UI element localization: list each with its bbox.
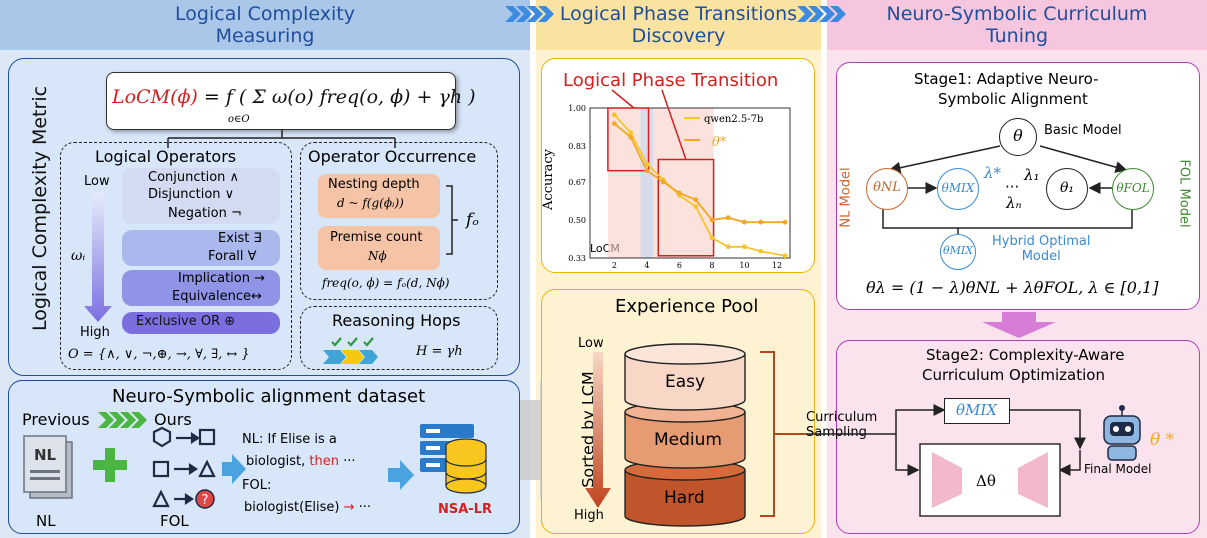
- op-conjunction: Conjunction ∧: [148, 170, 240, 185]
- nl-example-then: then: [309, 454, 339, 469]
- operator-occurrence-box: [300, 142, 498, 300]
- op-implication: Implication →: [178, 271, 266, 286]
- fol-caption: FOL: [160, 512, 189, 530]
- theta-nl-node: θNL: [866, 168, 908, 210]
- stage2-theta-mix: θMIX: [956, 401, 997, 419]
- lambda-1-label: λ₁: [1024, 166, 1040, 184]
- op-exist: Exist ∃: [218, 231, 262, 246]
- pool-high-label: High: [574, 508, 604, 523]
- weight-label: ωᵢ: [71, 248, 86, 264]
- freq-formula: freq(o, ϕ) = fₒ(d, Nϕ): [322, 276, 450, 290]
- mid-panel-header: [536, 0, 821, 50]
- dataset-box: [8, 380, 520, 534]
- nsa-lr-label: NSA-LR: [438, 502, 492, 517]
- operator-occurrence-title: Operator Occurrence: [308, 147, 477, 166]
- nesting-depth-card: [318, 174, 440, 218]
- premise-count-formula: Nϕ: [368, 249, 387, 263]
- nesting-depth-label: Nesting depth: [328, 177, 420, 192]
- lambda-star-label: λ*: [984, 164, 1002, 182]
- formula-rest: = f ( Σ ω(o) freq(o, ϕ) + γh ): [203, 86, 476, 108]
- right-panel-header: [827, 0, 1207, 50]
- experience-pool-title: Experience Pool: [615, 296, 759, 317]
- nl-example-line2a: biologist,: [246, 454, 310, 469]
- phase-ylabel: Accuracy: [540, 149, 556, 210]
- reasoning-hops-title: Reasoning Hops: [332, 311, 461, 330]
- formula-phi: (ϕ): [170, 86, 198, 108]
- fol-example-line2: biologist(Elise) → ···: [244, 500, 371, 515]
- stage2-title-2: Curriculum Optimization: [922, 366, 1105, 384]
- interpolation-equation: θλ = (1 − λ)θNL + λθFOL, λ ∈ [0,1]: [866, 278, 1159, 297]
- op-negation: Negation ¬: [168, 206, 242, 221]
- premise-count-label: Premise count: [330, 230, 423, 245]
- theta-mix-node: θMIX: [937, 168, 979, 210]
- theta-fol-node: θFOL: [1112, 168, 1154, 210]
- formula-box: [106, 72, 456, 130]
- sorted-by-lcm-label: Sorted by LCM: [578, 371, 598, 488]
- formula-subscript: o∈O: [228, 114, 250, 125]
- low-label: Low: [84, 174, 110, 189]
- nl-doc-text: NL: [34, 446, 57, 464]
- logical-operators-title: Logical Operators: [95, 147, 237, 166]
- left-panel-header: [0, 0, 530, 50]
- nl-caption: NL: [36, 512, 56, 530]
- theta-node: θ: [999, 118, 1037, 156]
- fo-label: fₒ: [466, 210, 479, 230]
- nl-model-label: NL Model: [838, 167, 854, 228]
- delta-theta-label: Δθ: [976, 472, 996, 490]
- nl-example-line2c: ···: [338, 454, 356, 469]
- ours-label: Ours: [154, 410, 192, 429]
- pool-low-label: Low: [578, 336, 604, 351]
- reasoning-hops-box: [300, 306, 498, 370]
- nesting-depth-formula: d ~ f(g(ϕᵢ)): [337, 196, 404, 210]
- fol-example-arrow: →: [343, 500, 355, 515]
- op-group-1: [122, 168, 280, 224]
- final-model-label: Final Model: [1084, 462, 1152, 476]
- stage2-title-1: Stage2: Complexity-Aware: [926, 346, 1125, 364]
- op-disjunction: Disjunction ∨: [148, 187, 235, 202]
- nl-example-line2: biologist, then ···: [246, 454, 356, 469]
- fol-model-label: FOL Model: [1176, 159, 1192, 228]
- logical-operators-box: [60, 142, 292, 370]
- theta-1-node: θ₁: [1046, 168, 1088, 210]
- high-label: High: [80, 325, 110, 340]
- stage2-theta-mix-box: [944, 398, 1010, 424]
- pool-hard-label: Hard: [664, 488, 705, 508]
- previous-label: Previous: [22, 410, 90, 429]
- ellipsis-label: ···: [1005, 178, 1020, 196]
- hops-formula: H = γh: [416, 344, 463, 359]
- pool-easy-label: Easy: [665, 372, 706, 392]
- op-group-3: [122, 270, 280, 306]
- formula-name: LoCM: [112, 86, 171, 108]
- fol-example-line1: FOL:: [242, 478, 272, 493]
- fol-example-line2a: biologist(Elise): [244, 500, 344, 515]
- fol-example-line2c: ···: [354, 500, 372, 515]
- op-xor: Exclusive OR ⊕: [136, 314, 236, 329]
- op-group-4: [122, 312, 280, 334]
- nl-example-line1: NL: If Elise is a: [242, 432, 337, 447]
- dataset-title: Neuro-Symbolic alignment dataset: [112, 386, 426, 407]
- op-equivalence: Equivalence↔: [172, 289, 262, 304]
- basic-model-label: Basic Model: [1044, 123, 1122, 138]
- stage1-title-1: Stage1: Adaptive Neuro-: [914, 70, 1099, 88]
- stage1-title-2: Symbolic Alignment: [938, 90, 1088, 108]
- pool-medium-label: Medium: [654, 430, 722, 450]
- phase-xlabel: LoCM: [590, 242, 620, 255]
- phase-chart-title: Logical Phase Transition: [563, 70, 779, 91]
- formula: LoCM(ϕ) = f ( Σ ω(o) freq(o, ϕ) + γh ): [112, 86, 476, 108]
- hybrid-theta-mix-node: θMIX: [940, 234, 976, 270]
- operator-set: O = {∧, ∨, ¬,⊕, →, ∀, ∃, ↔ }: [68, 347, 250, 362]
- theta-star-label: θ *: [1150, 430, 1175, 450]
- metric-side-label: Logical Complexity Metric: [29, 85, 51, 331]
- op-group-2: [122, 230, 280, 266]
- lambda-n-label: λₙ: [1006, 194, 1022, 212]
- premise-count-card: [318, 226, 440, 270]
- op-forall: Forall ∀: [208, 249, 257, 264]
